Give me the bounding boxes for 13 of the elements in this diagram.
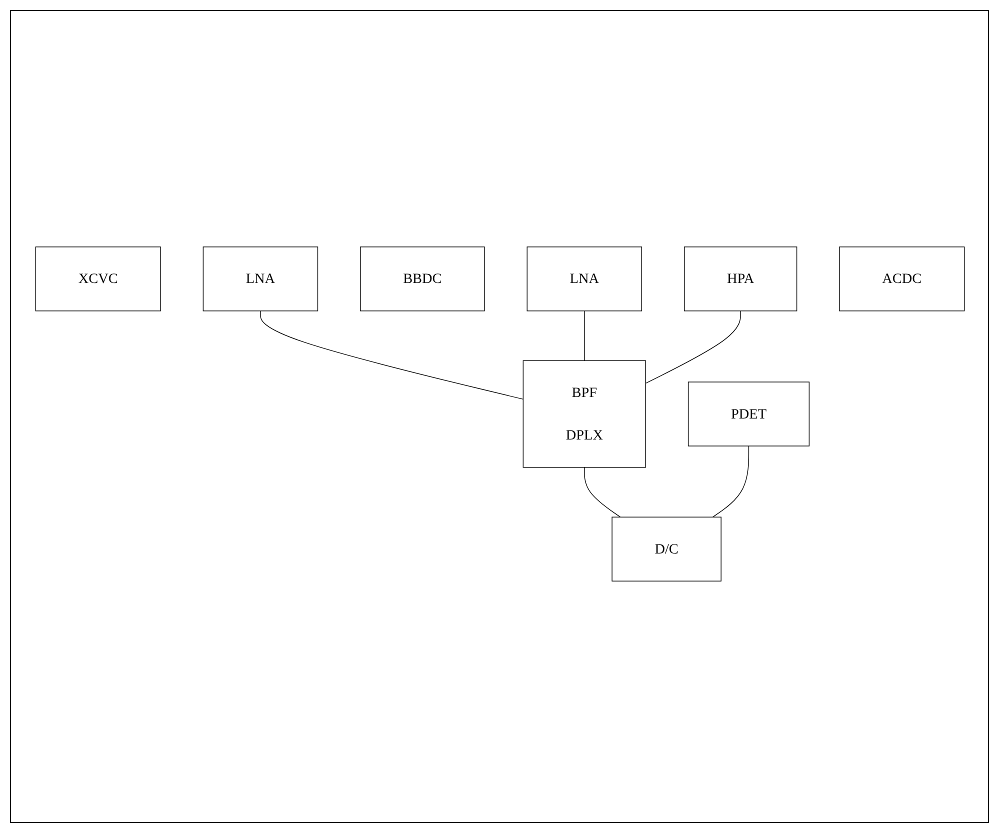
node-box: XCVC [34,246,160,312]
connector [712,446,749,518]
node-box: BBDC [360,246,484,312]
node-box: ACDC [838,246,964,312]
node-box: LNA [526,246,642,312]
node-box: PDET [687,382,810,446]
connector [260,310,524,400]
connector [644,310,740,384]
node-box: D/C [611,516,721,582]
connector [584,466,620,518]
node-box: BPF DPLX [522,360,646,468]
node-box: LNA [202,246,318,312]
node-box: HPA [683,246,797,312]
